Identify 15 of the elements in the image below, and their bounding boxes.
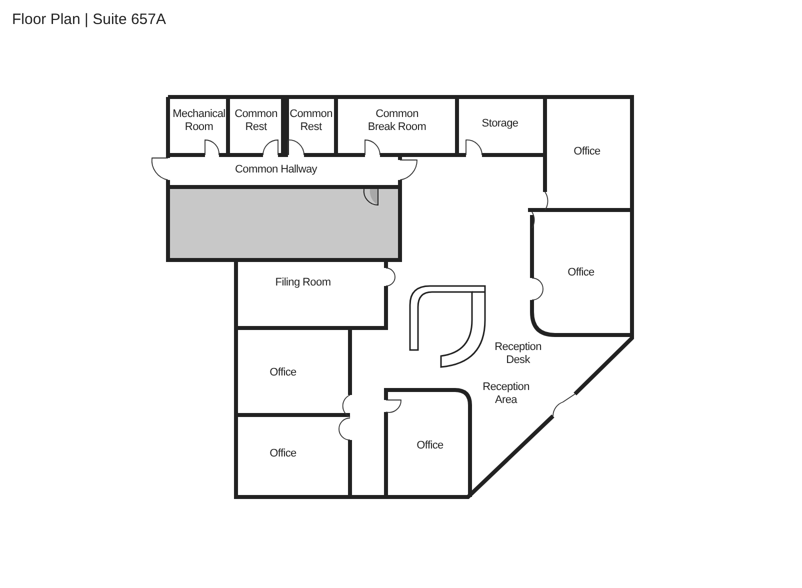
room-label: Office xyxy=(268,448,298,460)
room-label: Mechanical Room xyxy=(172,108,226,134)
page-title: Floor Plan | Suite 657A xyxy=(12,10,166,30)
room-label: Office xyxy=(416,440,444,452)
room-label: Filing Room xyxy=(274,276,332,290)
room-label: Storage xyxy=(480,118,520,130)
room-label: Reception Desk xyxy=(494,341,542,367)
room-label: Office xyxy=(268,366,298,380)
room-label: Reception Area xyxy=(482,381,530,407)
room-label: Common Break Room xyxy=(366,108,428,134)
room-label: Common Rest xyxy=(234,108,278,134)
room-label: Office xyxy=(572,146,602,158)
room-label: Common Hallway xyxy=(234,164,318,176)
room-label: Common Rest xyxy=(288,108,334,134)
room-label: Office xyxy=(566,266,596,280)
